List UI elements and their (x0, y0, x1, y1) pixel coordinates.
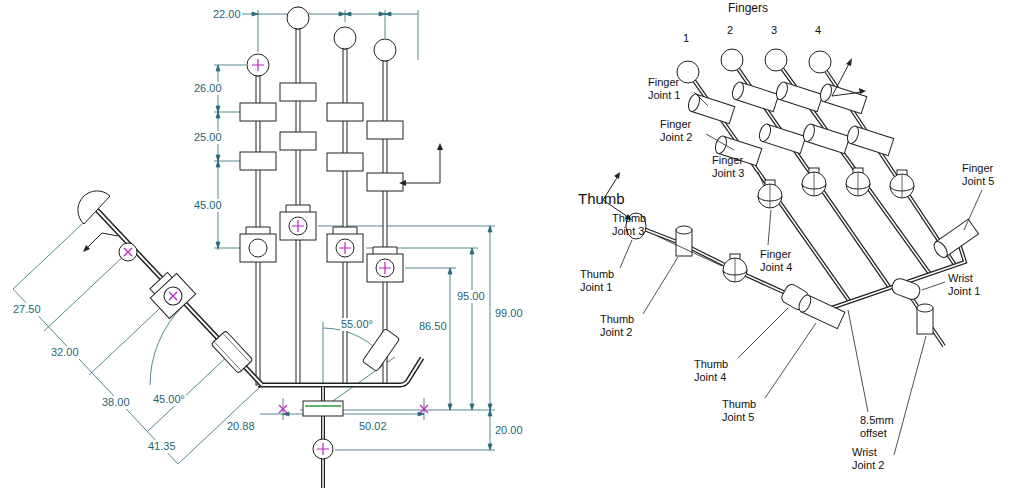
part-label: 3 (771, 24, 777, 37)
dimension-value: 20.88 (226, 420, 256, 433)
part-label: Finger Joint 1 (648, 76, 694, 101)
dimension-value: 20.00 (494, 424, 524, 437)
dimension-value: 26.00 (193, 82, 223, 95)
dimension-value: 45.00° (152, 393, 186, 406)
part-label: Wrist Joint 1 (948, 272, 992, 297)
part-label: Fingers (728, 2, 768, 16)
part-label: Thumb Joint 3 (612, 212, 656, 237)
dimension-value: 22.00 (212, 8, 242, 21)
dimension-value: 45.00 (193, 199, 223, 212)
part-label: Thumb Joint 2 (600, 313, 644, 338)
part-label: Finger Joint 4 (760, 248, 806, 273)
part-label: Finger Joint 2 (660, 118, 706, 143)
part-label: 2 (727, 24, 733, 37)
dimension-value: 55.00° (340, 318, 374, 331)
dimension-value: 99.00 (494, 307, 524, 320)
part-label: Thumb (578, 190, 625, 207)
part-label: 1 (683, 32, 689, 45)
dimension-value: 41.35 (147, 440, 177, 453)
part-label: 8.5mm offset (860, 414, 902, 439)
part-label: Thumb Joint 5 (722, 398, 766, 423)
part-label: Thumb Joint 1 (580, 268, 624, 293)
part-label: Finger Joint 3 (712, 154, 758, 179)
dimension-value: 50.02 (358, 420, 388, 433)
dimension-value: 38.00 (101, 396, 131, 409)
dimension-value: 32.00 (50, 346, 80, 359)
part-label: Wrist Joint 2 (852, 446, 896, 471)
dimension-value: 86.50 (418, 320, 448, 333)
part-label: 4 (815, 24, 821, 37)
dimension-value: 95.00 (456, 290, 486, 303)
dimension-value: 25.00 (193, 131, 223, 144)
part-label: Finger Joint 5 (962, 162, 1006, 187)
part-label: Thumb Joint 4 (694, 358, 738, 383)
dimension-value: 27.50 (12, 303, 42, 316)
